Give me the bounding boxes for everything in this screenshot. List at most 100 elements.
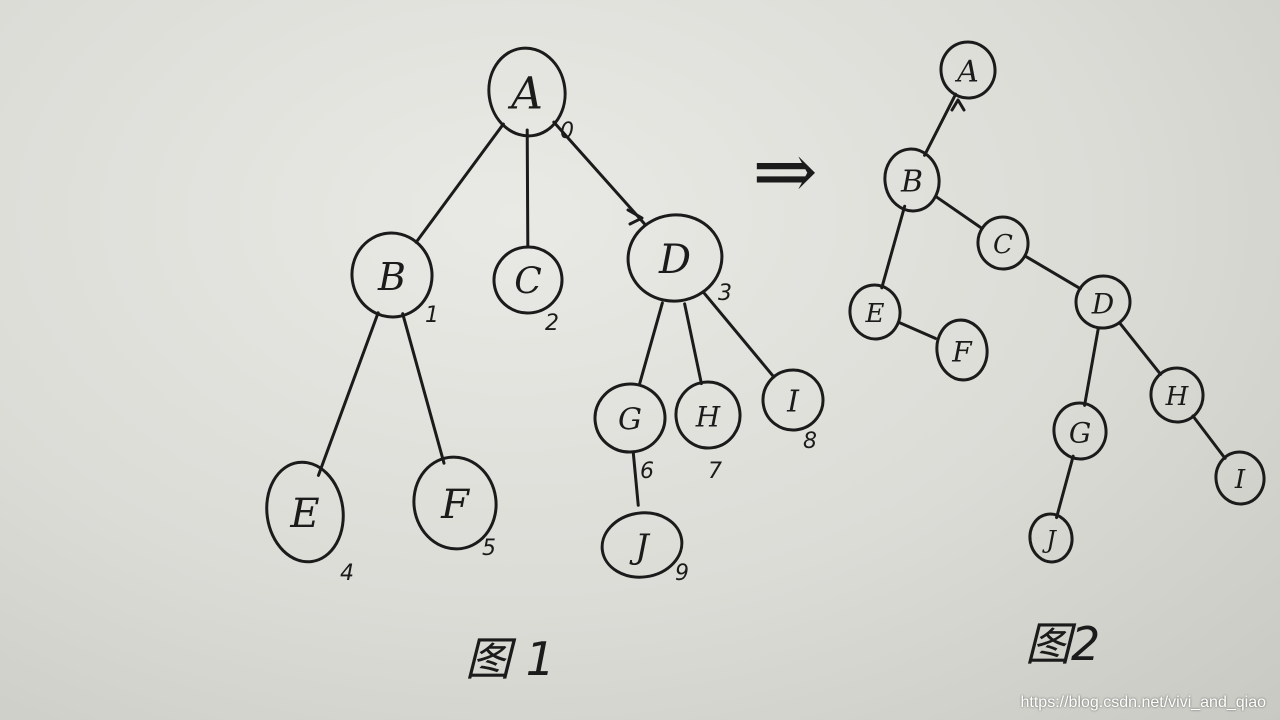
node-label: B — [900, 165, 923, 200]
fig1-node-e: E4 — [265, 460, 354, 586]
fig2-node-e: E — [848, 283, 902, 341]
node-circle — [265, 460, 345, 564]
fig2-node-i: I — [1214, 450, 1266, 506]
node-index-label: 3 — [718, 281, 732, 306]
node-circle — [1214, 450, 1266, 506]
node-circle — [1028, 512, 1074, 564]
edge-arrowhead — [626, 208, 644, 226]
node-label: J — [1041, 526, 1057, 554]
node-circle — [593, 382, 667, 454]
node-index-label: 7 — [708, 459, 722, 484]
fig1-node-g: G6 — [593, 382, 667, 484]
fig2-edge-b-c — [934, 195, 984, 230]
fig2-edge-d-h — [1118, 321, 1163, 376]
node-label: A — [954, 55, 979, 90]
node-label: G — [618, 403, 642, 438]
figure2-edges — [880, 92, 1227, 520]
node-label: G — [1069, 417, 1091, 450]
node-label: I — [786, 385, 800, 420]
fig2-node-d: D — [1074, 274, 1132, 330]
fig2-edge-b-e — [880, 204, 907, 290]
node-label: I — [1234, 465, 1246, 495]
node-label: H — [695, 401, 721, 434]
fig1-node-h: H7 — [674, 380, 742, 484]
node-circle — [935, 318, 989, 382]
fig2-node-a: A — [939, 40, 997, 100]
node-label: F — [440, 482, 470, 528]
fig1-node-d: D3 — [626, 213, 732, 306]
figure1-caption: 图 1 — [465, 632, 555, 686]
fig1-edge-d-i — [702, 291, 776, 379]
node-label: C — [514, 262, 542, 303]
fig2-edge-c-d — [1023, 254, 1082, 291]
fig2-edge-b-a — [923, 92, 958, 157]
node-label: B — [377, 255, 406, 299]
fig1-edge-d-g — [637, 301, 664, 386]
fig2-edge-d-g — [1083, 327, 1100, 407]
node-label: F — [951, 336, 973, 369]
node-circle — [939, 40, 997, 100]
fig2-node-h: H — [1149, 366, 1205, 424]
fig2-edge-e-f — [897, 321, 937, 340]
fig1-node-i: I8 — [761, 368, 825, 454]
fig1-edge-a-b — [414, 122, 505, 244]
node-circle — [761, 368, 825, 432]
fig1-edge-d-h — [683, 302, 703, 386]
node-circle — [412, 455, 498, 551]
fig1-node-j: J9 — [600, 511, 689, 586]
node-circle — [626, 213, 724, 303]
double-arrow-icon: ⇒ — [752, 127, 817, 217]
node-index-label: 4 — [340, 561, 354, 586]
fig2-node-c: C — [976, 215, 1030, 271]
node-label: J — [629, 527, 651, 567]
node-label: D — [658, 237, 691, 283]
node-circle — [674, 380, 742, 450]
node-label: D — [1091, 288, 1114, 321]
fig1-node-c: C2 — [492, 245, 564, 336]
node-circle — [350, 231, 434, 319]
node-label: H — [1165, 382, 1190, 412]
figure2-caption: 图2 — [1025, 617, 1100, 671]
node-label: E — [865, 299, 885, 329]
fig1-edge-g-j — [631, 451, 640, 507]
fig2-node-b: B — [883, 147, 941, 213]
node-label: C — [993, 230, 1013, 260]
fig2-edge-g-j — [1055, 454, 1075, 520]
node-index-label: 8 — [803, 429, 817, 454]
node-index-label: 2 — [545, 311, 559, 336]
node-circle — [600, 511, 684, 579]
node-index-label: 9 — [675, 561, 689, 586]
fig1-edge-a-c — [525, 128, 530, 248]
node-index-label: 5 — [482, 536, 496, 561]
node-circle — [492, 245, 564, 315]
fig1-edge-a-d — [552, 120, 647, 226]
figure1-edges — [316, 120, 776, 507]
node-index-label: 1 — [425, 303, 439, 328]
figure2-nodes: A B C D E F G H I J — [848, 40, 1266, 564]
fig2-edge-h-i — [1191, 414, 1227, 460]
transform-arrow: ⇒ — [752, 127, 817, 217]
node-label: E — [289, 491, 319, 537]
fig2-node-g: G — [1052, 401, 1108, 461]
node-index-label: 6 — [640, 459, 654, 484]
node-circle — [1149, 366, 1205, 424]
fig1-edge-b-f — [401, 312, 446, 465]
node-circle — [848, 283, 902, 341]
fig1-node-f: F5 — [412, 455, 498, 561]
fig1-node-b: B1 — [350, 231, 439, 328]
fig1-node-a: A0 — [487, 46, 574, 144]
node-index-label: 0 — [560, 119, 574, 144]
fig2-node-f: F — [935, 318, 989, 382]
node-circle — [976, 215, 1030, 271]
node-circle — [883, 147, 941, 213]
fig1-edge-b-e — [316, 311, 380, 477]
node-circle — [487, 46, 567, 138]
node-circle — [1052, 401, 1108, 461]
edge-arrowhead — [950, 98, 966, 112]
node-label: A — [507, 69, 543, 120]
watermark-url: https://blog.csdn.net/vivi_and_qiao — [1020, 694, 1267, 711]
node-circle — [1074, 274, 1132, 330]
